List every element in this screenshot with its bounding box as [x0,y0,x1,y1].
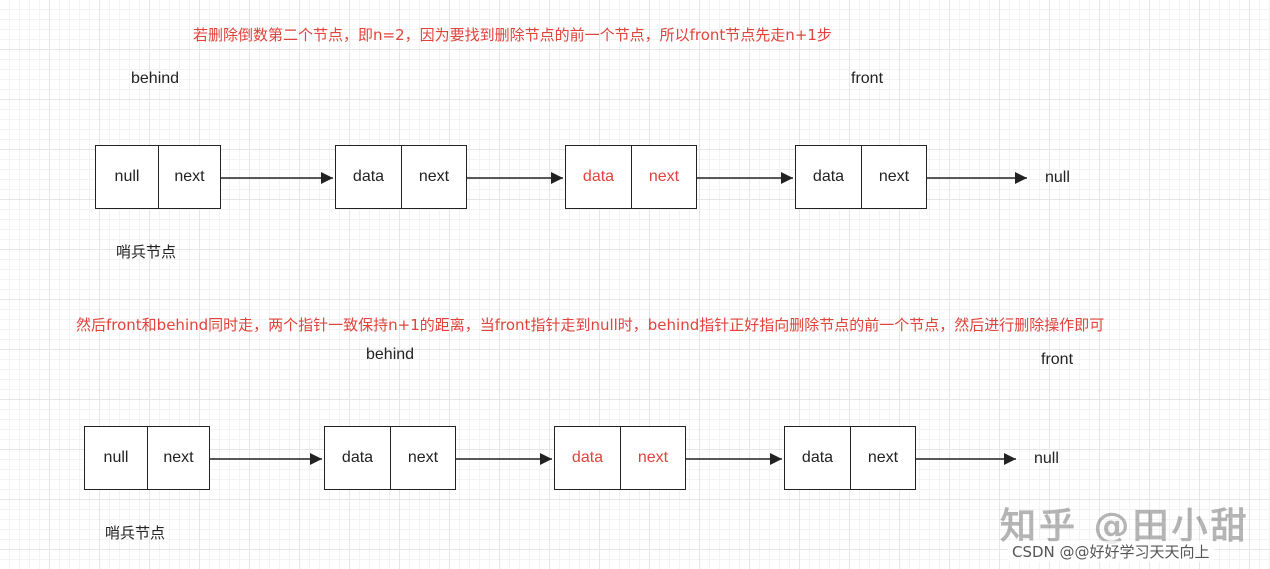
node-next-cell: next [390,427,455,489]
node-next-cell: next [158,146,220,208]
top-explanation-note: 若删除倒数第二个节点，即n=2，因为要找到删除节点的前一个节点，所以front节… [193,26,832,44]
node-value-cell: null [114,168,140,185]
bottom-list-node-1: data next [324,426,456,490]
node-next-cell: next [620,427,685,489]
bottom-front-pointer-label: front [1041,351,1074,368]
node-next-cell: next [147,427,209,489]
top-end-null-label: null [1045,169,1070,186]
top-front-pointer-label: front [851,70,884,87]
top-sentinel-node: null next [95,145,221,209]
bottom-behind-pointer-label: behind [366,346,415,363]
node-next-cell: next [401,146,466,208]
csdn-watermark: CSDN @@好好学习天天向上 [1008,541,1214,562]
bottom-end-null-label: null [1034,450,1059,467]
node-value-cell: data [801,449,834,466]
bottom-explanation-note: 然后front和behind同时走，两个指针一致保持n+1的距离，当front指… [76,316,1105,334]
node-value-cell: null [103,449,129,466]
node-value-cell: data [812,168,845,185]
zhihu-watermark: 知乎 @田小甜 [1000,506,1250,547]
bottom-list-node-2-target: data next [554,426,686,490]
top-sentinel-label: 哨兵节点 [116,243,177,261]
node-value-cell: data [341,449,374,466]
node-value-cell: data [571,449,604,466]
bottom-sentinel-node: null next [84,426,210,490]
node-next-cell: next [850,427,915,489]
node-next-cell: next [631,146,696,208]
node-value-cell: data [582,168,615,185]
bottom-sentinel-label: 哨兵节点 [105,524,166,542]
node-next-cell: next [861,146,926,208]
bottom-list-node-3: data next [784,426,916,490]
top-list-node-3: data next [795,145,927,209]
top-behind-pointer-label: behind [131,70,180,87]
top-list-node-2-target: data next [565,145,697,209]
node-value-cell: data [352,168,385,185]
top-list-node-1: data next [335,145,467,209]
